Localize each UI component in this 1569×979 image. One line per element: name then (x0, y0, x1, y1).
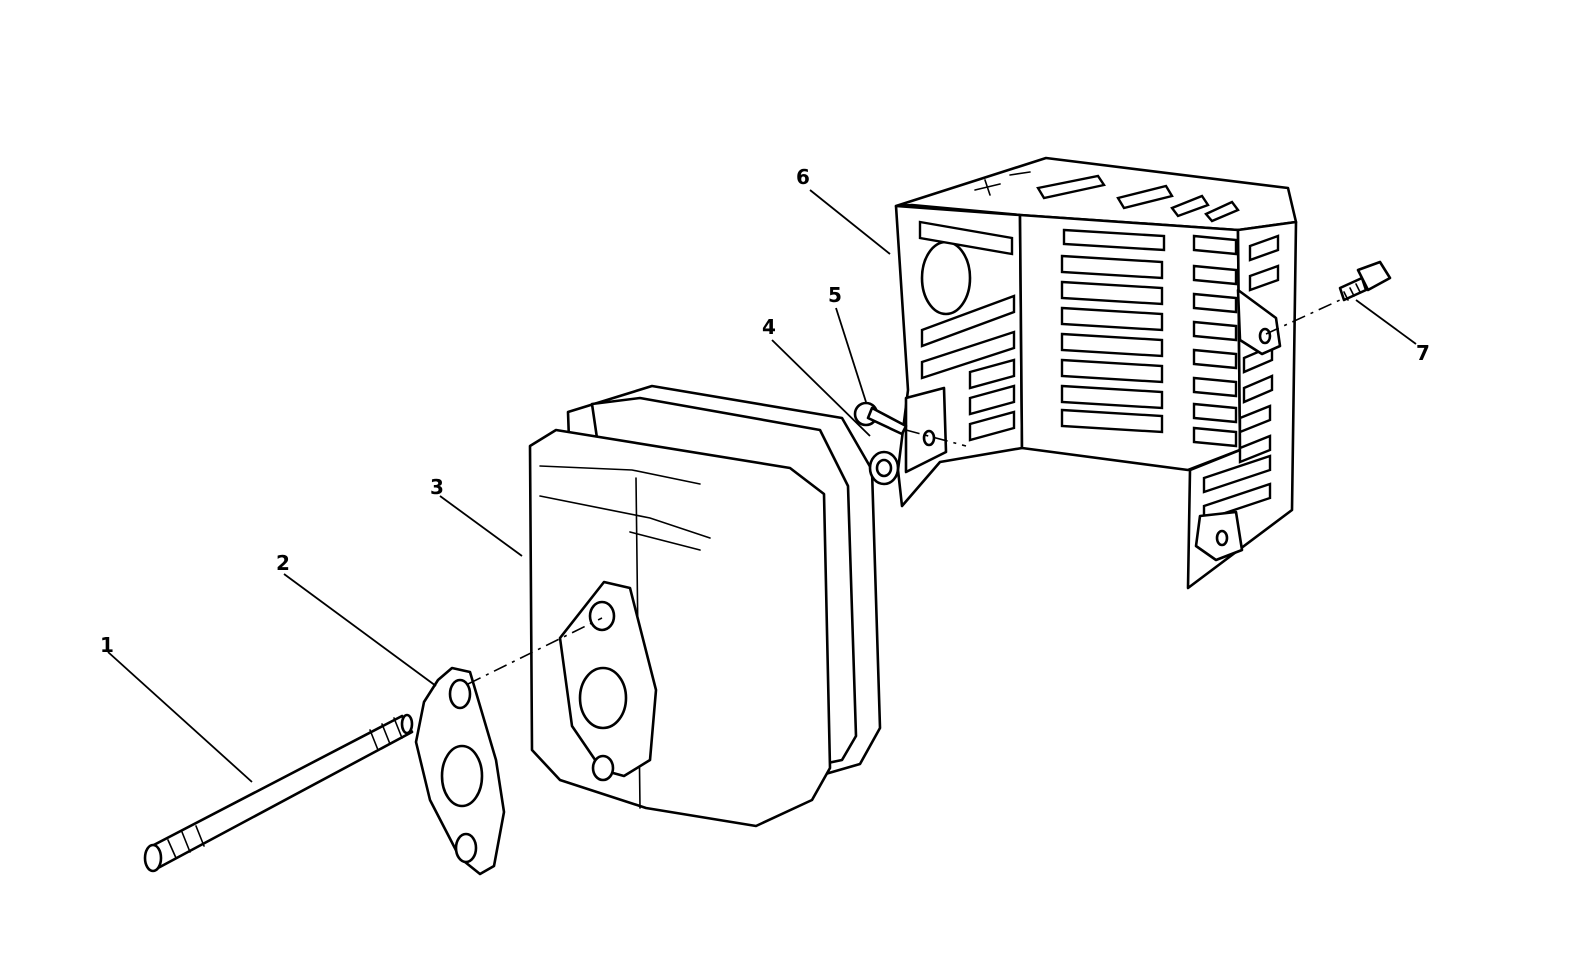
leader-7 (1355, 299, 1417, 345)
bolt-long (1338, 260, 1392, 302)
heat-shield-inner-vents (1060, 228, 1238, 448)
leader-3 (439, 495, 523, 557)
heat-shield-right-vents (1202, 234, 1280, 522)
leader-1 (107, 651, 253, 783)
callout-5: 5 (828, 283, 842, 307)
gasket (414, 666, 506, 876)
leader-2 (283, 573, 437, 687)
muffler (528, 384, 882, 828)
callout-7: 7 (1416, 341, 1430, 365)
leader-5 (835, 307, 867, 403)
bolt-short (853, 401, 908, 436)
heat-shield-hole (920, 240, 972, 316)
stud (143, 713, 414, 873)
leader-6 (809, 189, 891, 255)
callout-4: 4 (762, 315, 776, 339)
callout-2: 2 (276, 551, 290, 575)
nut (868, 450, 900, 486)
heat-shield-top-vents (974, 171, 1240, 223)
leader-4 (771, 339, 871, 437)
callout-6: 6 (796, 165, 810, 189)
callout-1: 1 (100, 633, 114, 657)
callout-3: 3 (430, 475, 444, 499)
heat-shield (894, 156, 1298, 590)
